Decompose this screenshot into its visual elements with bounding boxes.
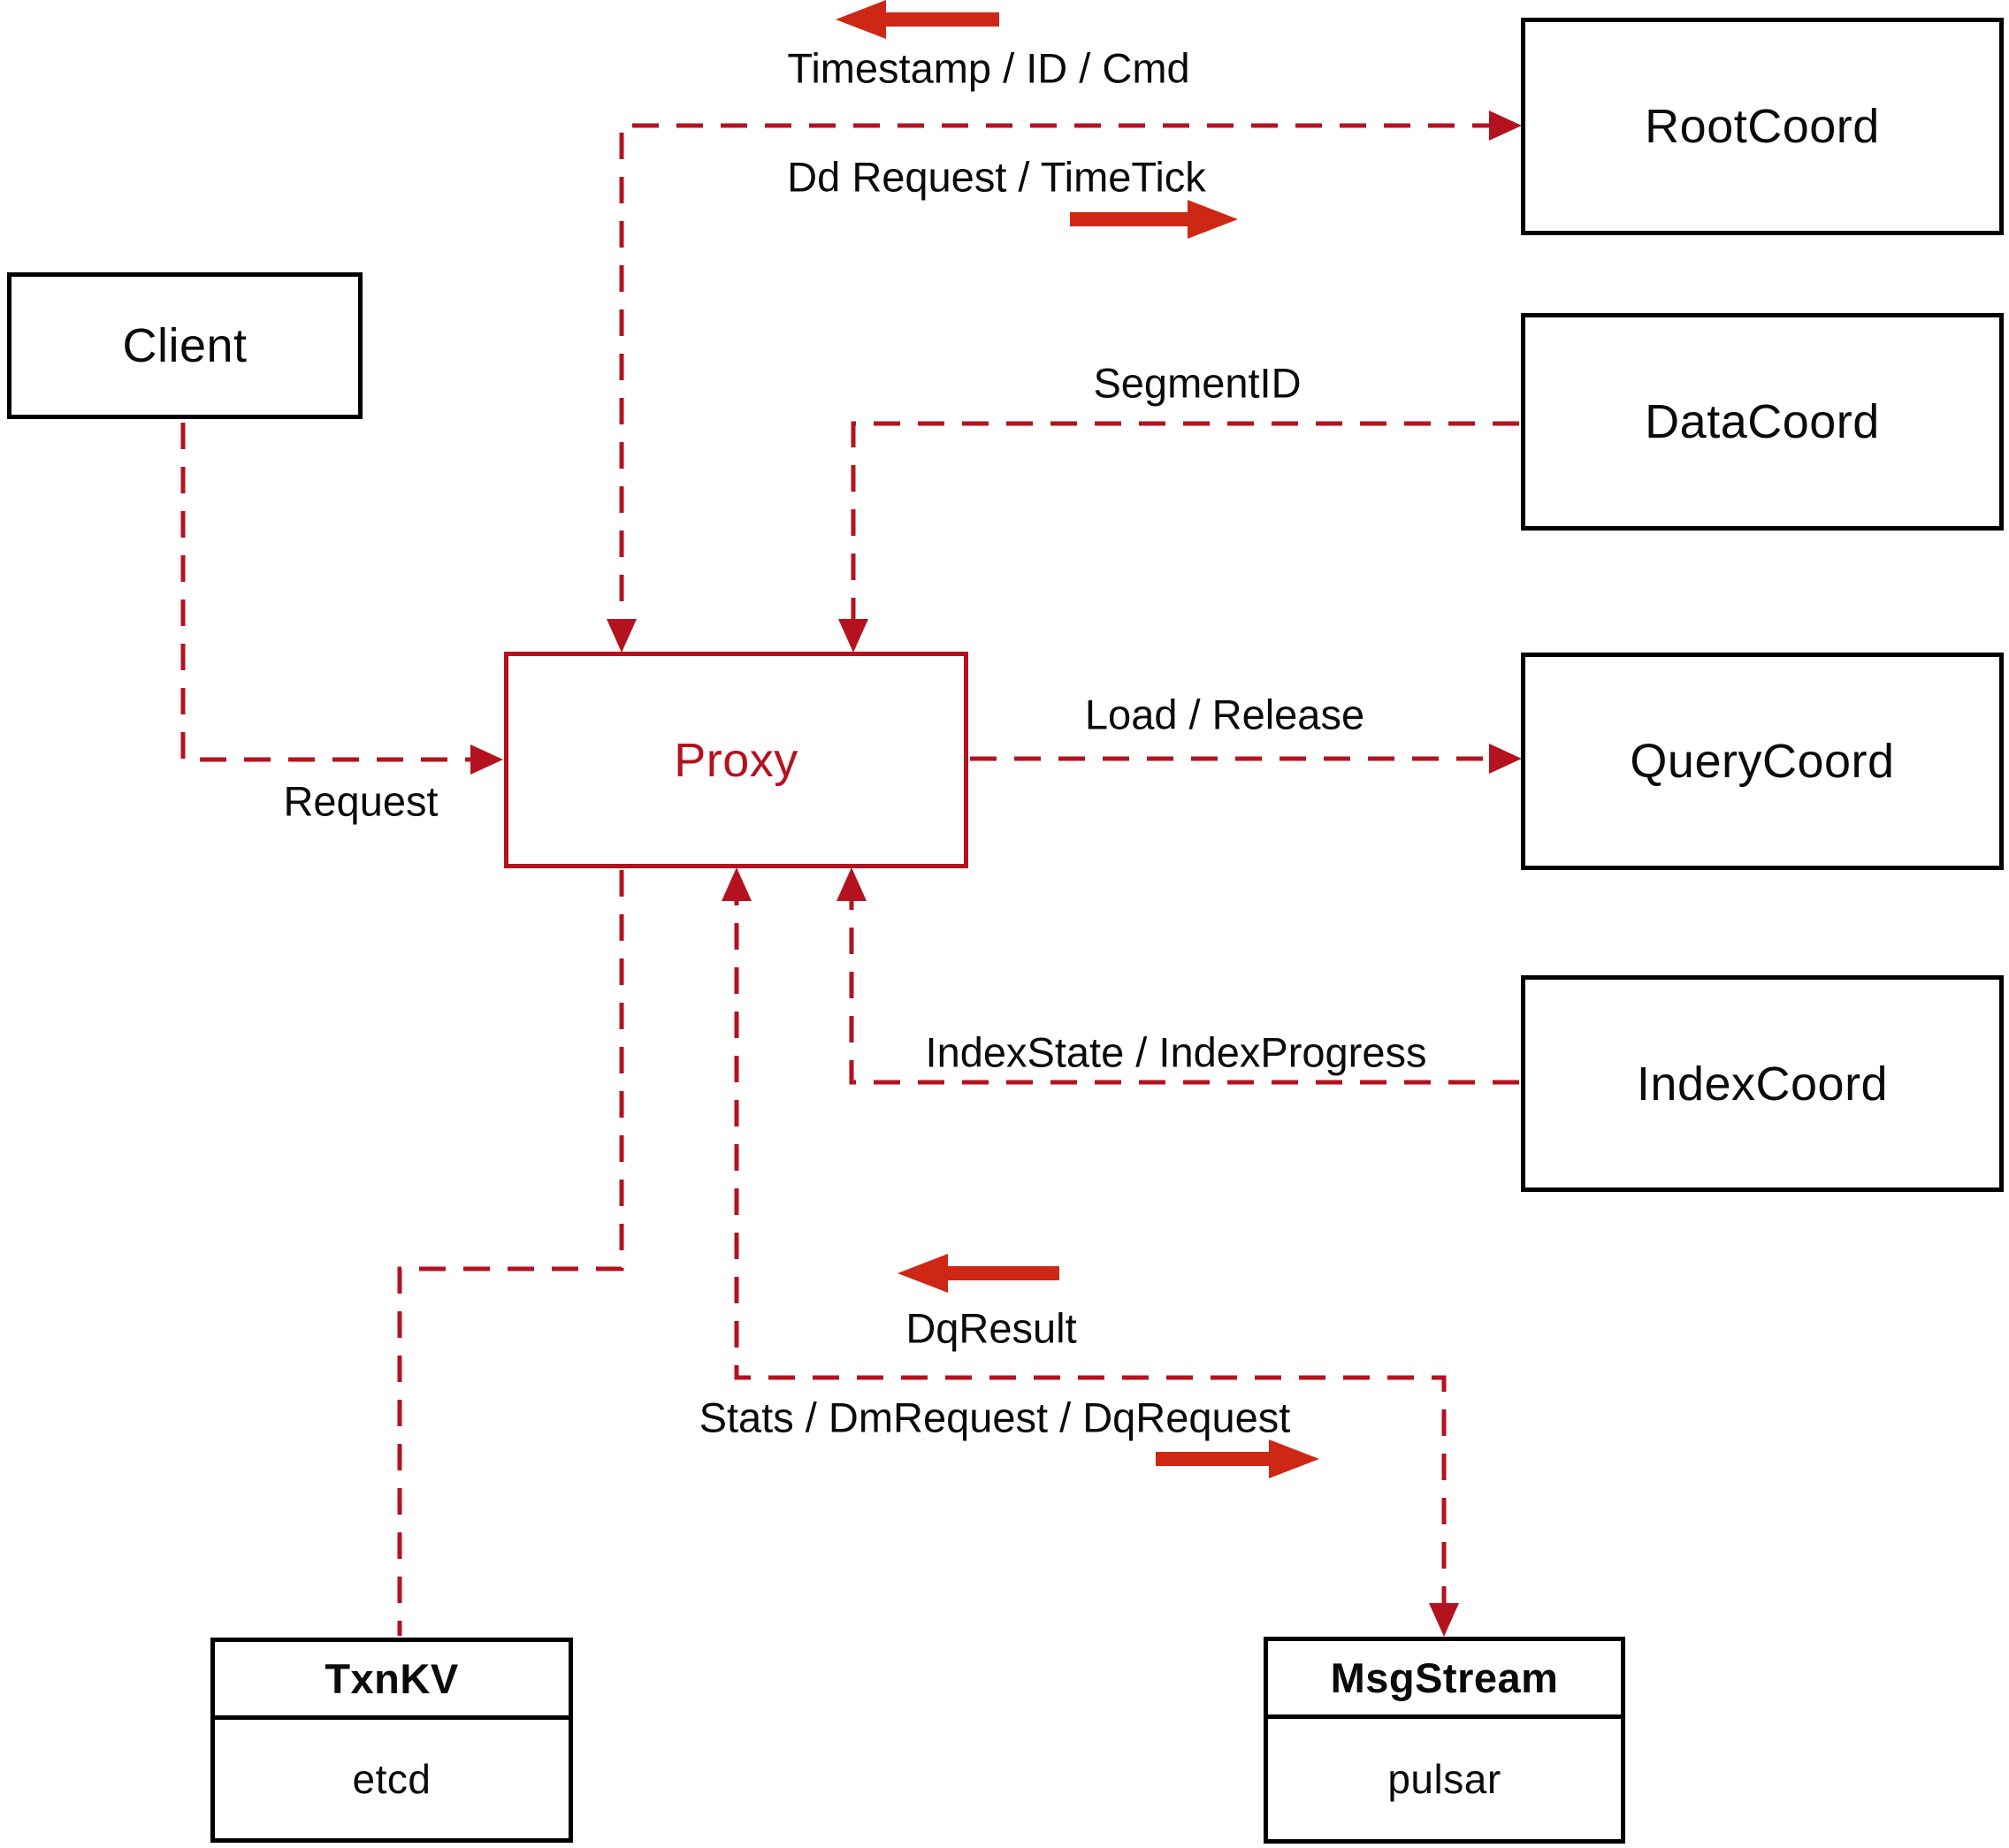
edge-datacoord-proxy <box>851 421 1519 645</box>
edge-label-segment-id: SegmentID <box>1093 359 1302 407</box>
edge-indexcoord-proxy <box>849 879 1519 1085</box>
node-msgstream: MsgStream pulsar <box>1264 1637 1625 1844</box>
arrowhead-into-proxy-bottom-right-icon <box>836 867 867 901</box>
edge-label-timestamp-id-cmd: Timestamp / ID / Cmd <box>787 44 1190 92</box>
arrowhead-into-msgstream-icon <box>1429 1603 1459 1637</box>
node-msgstream-impl: pulsar <box>1387 1756 1501 1802</box>
arrowhead-into-rootcoord-icon <box>1489 111 1522 141</box>
arrowhead-into-proxy-left-icon <box>470 745 503 775</box>
node-proxy: Proxy <box>504 652 968 868</box>
edge-label-dd-request-timetick: Dd Request / TimeTick <box>787 153 1206 201</box>
node-client: Client <box>7 272 363 419</box>
node-indexcoord-label: IndexCoord <box>1636 1057 1889 1111</box>
arrowhead-into-proxy-bottom-mid-icon <box>722 867 752 901</box>
edge-label-indexstate-indexprogress: IndexState / IndexProgress <box>925 1028 1427 1076</box>
node-rootcoord-label: RootCoord <box>1645 100 1880 153</box>
flow-arrow-left-timestamp-icon <box>836 0 999 39</box>
edge-label-dqresult: DqResult <box>905 1304 1077 1352</box>
node-txnkv-title: TxnKV <box>215 1642 569 1720</box>
node-datacoord: DataCoord <box>1521 313 2004 531</box>
edge-label-request: Request <box>283 777 439 825</box>
arrowhead-into-proxy-top-left-icon <box>607 619 637 653</box>
node-msgstream-title: MsgStream <box>1268 1641 1621 1719</box>
node-querycoord: QueryCoord <box>1521 653 2004 870</box>
edge-proxy-txnkv <box>397 870 624 1636</box>
node-indexcoord: IndexCoord <box>1521 975 2004 1192</box>
edge-client-proxy <box>180 423 493 762</box>
node-datacoord-label: DataCoord <box>1645 395 1880 448</box>
flow-arrow-left-dqresult-icon <box>898 1254 1059 1293</box>
arrowhead-into-querycoord-icon <box>1489 744 1522 774</box>
node-rootcoord: RootCoord <box>1521 18 2004 235</box>
node-querycoord-label: QueryCoord <box>1630 735 1895 788</box>
edge-label-stats-dmrequest-dqrequest: Stats / DmRequest / DqRequest <box>699 1394 1291 1441</box>
arrowhead-into-proxy-top-right-icon <box>838 619 868 653</box>
node-proxy-label: Proxy <box>674 733 798 787</box>
flow-arrow-right-stats-icon <box>1156 1439 1319 1478</box>
flow-arrow-right-ddrequest-icon <box>1070 200 1238 239</box>
node-txnkv-impl: etcd <box>352 1756 432 1802</box>
edge-proxy-rootcoord <box>619 123 1512 645</box>
edge-label-load-release: Load / Release <box>1084 691 1365 738</box>
edge-proxy-msgstream <box>734 879 1447 1626</box>
node-client-label: Client <box>122 319 248 372</box>
node-txnkv: TxnKV etcd <box>210 1638 573 1843</box>
